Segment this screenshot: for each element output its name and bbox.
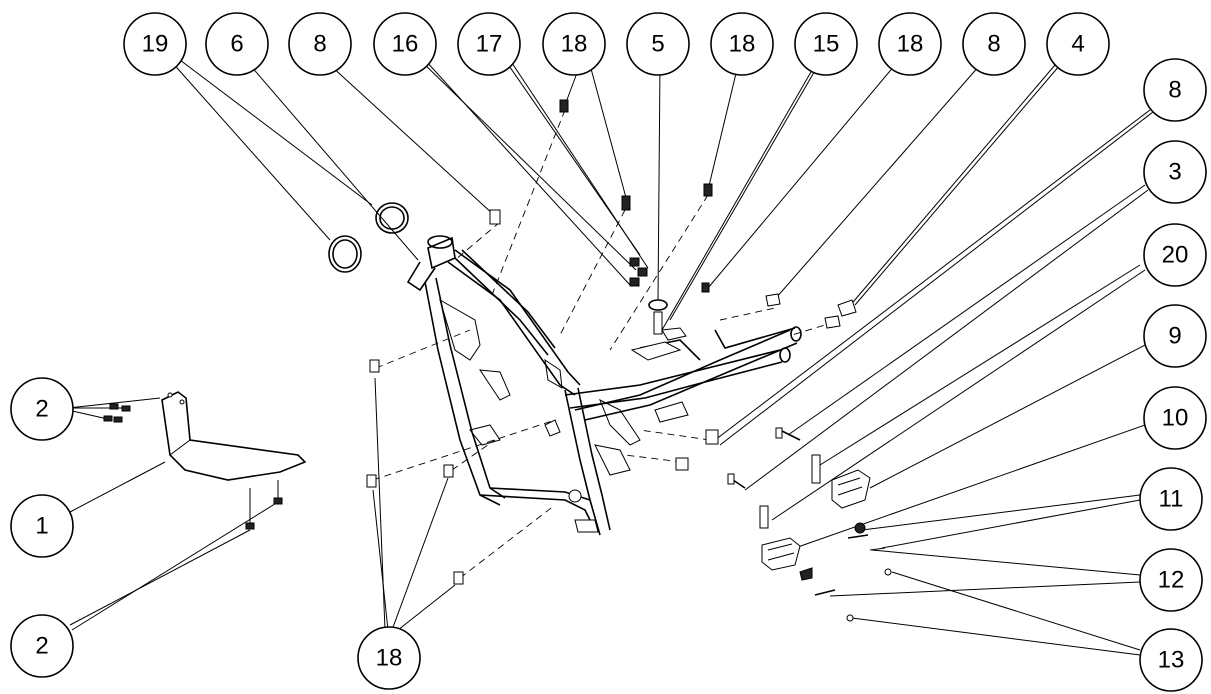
- callouts-right: 8 3 20 9 10 11 12 13: [1139, 58, 1207, 692]
- callouts-top: 19 6 8 16 17 18 5 18 15 18 8 4: [123, 12, 1110, 76]
- callout-4: 4: [1046, 12, 1110, 76]
- callout-label: 8: [313, 31, 326, 58]
- callout-15: 15: [794, 12, 858, 76]
- fasteners: [366, 99, 857, 585]
- callout-11: 11: [1139, 467, 1203, 531]
- callout-label: 12: [1158, 567, 1185, 594]
- leader-lines: [67, 59, 1154, 656]
- callout-10: 10: [1143, 386, 1207, 450]
- callout-8: 8: [962, 12, 1026, 76]
- motorcycle-frame: [406, 235, 802, 536]
- callout-label: 4: [1071, 31, 1084, 58]
- callout-5: 5: [626, 12, 690, 76]
- callout-3: 3: [1143, 140, 1207, 204]
- callout-label: 19: [142, 31, 169, 58]
- callout-label: 3: [1168, 159, 1181, 186]
- callout-label: 10: [1162, 405, 1189, 432]
- callout-label: 15: [813, 31, 840, 58]
- callout-label: 13: [1158, 647, 1185, 674]
- footpeg-assemblies: [727, 427, 892, 622]
- callout-label: 18: [561, 31, 588, 58]
- callout-label: 20: [1162, 242, 1189, 269]
- callout-6: 6: [205, 12, 269, 76]
- callout-label: 5: [651, 31, 664, 58]
- springs: [328, 202, 409, 273]
- skid-plate-bolts: [103, 403, 283, 530]
- callout-label: 8: [987, 31, 1000, 58]
- assembly-dashed-lines: [372, 109, 836, 579]
- callout-label: 1: [35, 513, 48, 540]
- callouts-bottom: 18: [357, 626, 421, 690]
- callout-label: 16: [392, 31, 419, 58]
- callout-8: 8: [288, 12, 352, 76]
- callout-18: 18: [357, 626, 421, 690]
- callout-label: 18: [729, 31, 756, 58]
- callout-20: 20: [1143, 223, 1207, 287]
- callout-17: 17: [457, 12, 521, 76]
- callout-12: 12: [1139, 548, 1203, 612]
- callout-18: 18: [710, 12, 774, 76]
- callout-label: 18: [897, 31, 924, 58]
- callout-2: 2: [10, 614, 74, 678]
- callouts-left: 2 1 2: [10, 377, 74, 678]
- callout-label: 6: [230, 31, 243, 58]
- callout-16: 16: [373, 12, 437, 76]
- callout-19: 19: [123, 12, 187, 76]
- callout-label: 17: [476, 31, 503, 58]
- callout-label: 18: [376, 645, 403, 672]
- callout-1: 1: [10, 494, 74, 558]
- callout-13: 13: [1139, 628, 1203, 692]
- callout-9: 9: [1143, 304, 1207, 368]
- callout-18: 18: [542, 12, 606, 76]
- callout-label: 8: [1168, 77, 1181, 104]
- callout-label: 2: [35, 633, 48, 660]
- callout-label: 2: [35, 396, 48, 423]
- skid-plate: [161, 391, 307, 481]
- callout-label: 11: [1159, 486, 1184, 513]
- callout-8: 8: [1143, 58, 1207, 122]
- callout-label: 9: [1168, 323, 1181, 350]
- callout-2: 2: [10, 377, 74, 441]
- callout-18: 18: [878, 12, 942, 76]
